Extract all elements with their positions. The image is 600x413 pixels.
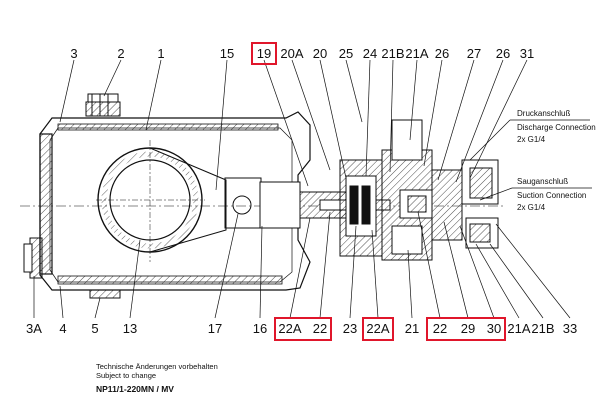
part-label: 21B [531, 321, 554, 336]
part-label: 21A [507, 321, 530, 336]
part-label: 17 [208, 321, 222, 336]
discharge-connection-callout: Druckanschluß Discharge Connection 2x G1… [469, 109, 596, 161]
part-label: 4 [59, 321, 66, 336]
part-label: 22A [278, 321, 301, 336]
part-label: 3 [70, 46, 77, 61]
discharge-label-de: Druckanschluß [517, 109, 570, 118]
part-label: 19 [257, 46, 271, 61]
part-label: 23 [343, 321, 357, 336]
part-label: 15 [220, 46, 234, 61]
part-label: 1 [157, 46, 164, 61]
part-label: 26 [496, 46, 510, 61]
crankshaft-bearing [96, 140, 205, 262]
part-label: 20 [313, 46, 327, 61]
seal-housing [339, 159, 383, 257]
suction-label-en: Suction Connection [517, 191, 586, 200]
part-label: 31 [520, 46, 534, 61]
part-label: 26 [435, 46, 449, 61]
part-label: 27 [467, 46, 481, 61]
drain-plug [89, 289, 121, 299]
highlight-box-19 [251, 42, 277, 65]
part-label: 30 [487, 321, 501, 336]
part-label: 2 [117, 46, 124, 61]
suction-size: 2x G1/4 [517, 203, 546, 212]
highlight-boxes [251, 42, 506, 341]
manifold-block [381, 119, 433, 261]
model-number: NP11/1-220MN / MV [96, 384, 174, 394]
suction-connection-callout: Sauganschluß Suction Connection 2x G1/4 [479, 177, 592, 212]
side-plug [23, 237, 43, 279]
oil-filler-plug [85, 93, 121, 117]
discharge-label-en: Discharge Connection [517, 123, 596, 132]
part-label: 22 [313, 321, 327, 336]
part-label: 33 [563, 321, 577, 336]
bottom-labels: 3A 4 5 13 17 16 22A 22 23 22A 21 22 29 3… [26, 321, 577, 336]
leader-lines [33, 59, 571, 319]
outlet-block [431, 159, 499, 249]
suction-label-de: Sauganschluß [517, 177, 568, 186]
part-label: 25 [339, 46, 353, 61]
part-label: 29 [461, 321, 475, 336]
highlight-box-22-29-30 [426, 317, 506, 341]
part-label: 13 [123, 321, 137, 336]
change-note-english: Subject to change [96, 371, 157, 380]
part-label: 3A [26, 321, 42, 336]
top-labels: 3 2 1 15 19 20A 20 25 24 21B 21A 26 27 2… [70, 46, 534, 61]
highlight-box-22a [362, 317, 394, 341]
part-label: 16 [253, 321, 267, 336]
part-label: 21A [405, 46, 428, 61]
part-label: 20A [280, 46, 303, 61]
part-label: 21B [381, 46, 404, 61]
part-label: 22A [366, 321, 389, 336]
part-label: 22 [433, 321, 447, 336]
part-label: 24 [363, 46, 377, 61]
highlight-box-22a-22 [274, 317, 332, 341]
crankcase-housing [39, 111, 311, 291]
part-label: 21 [405, 321, 419, 336]
part-label: 5 [91, 321, 98, 336]
change-note-german: Technische Änderungen vorbehalten [96, 362, 218, 371]
discharge-size: 2x G1/4 [517, 135, 546, 144]
